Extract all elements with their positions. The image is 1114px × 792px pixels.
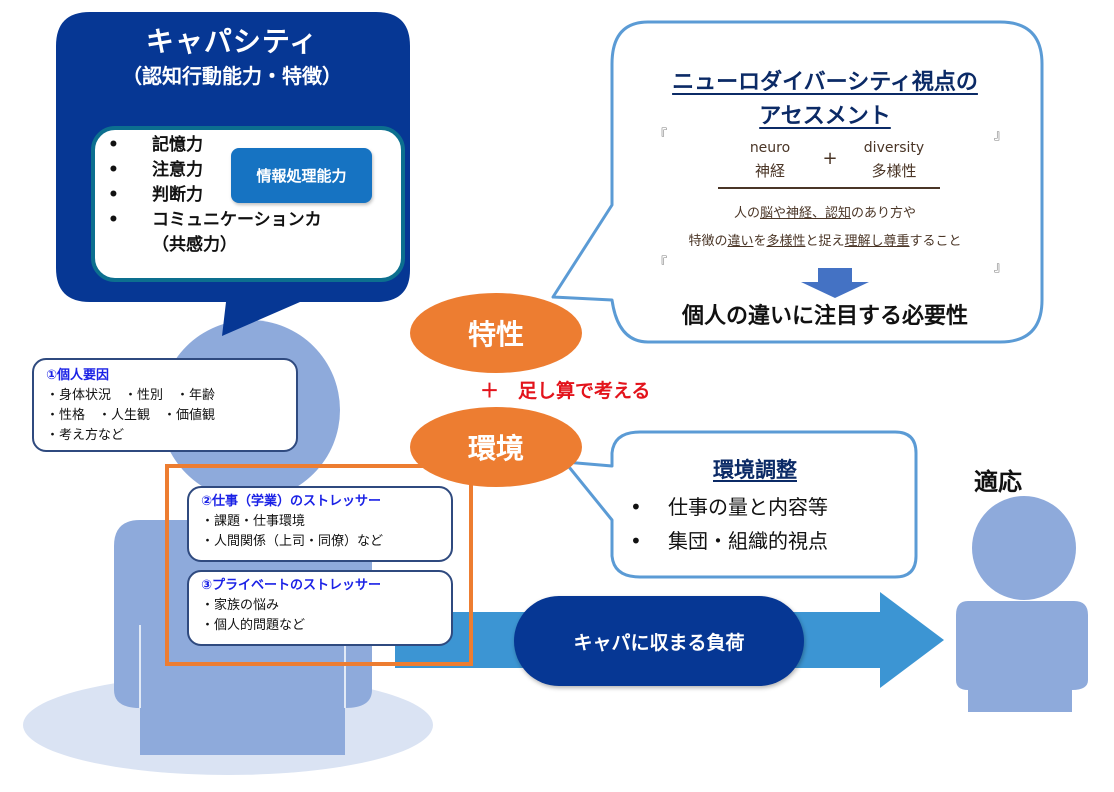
- capacity-item: •コミュニケーションカ: [108, 210, 322, 230]
- private-stressor-heading: ③プライベートのストレッサー: [201, 578, 382, 593]
- term-neuro-ja: 神経: [754, 162, 785, 180]
- personal-factors-heading: ①個人要因: [46, 368, 110, 383]
- underlined-term: 多様性: [766, 234, 806, 249]
- close-bracket-top: 』: [994, 128, 1008, 143]
- factor-line: ・考え方など: [46, 428, 125, 443]
- close-bracket: 』: [994, 260, 1008, 275]
- traits-label: 特性: [467, 318, 524, 351]
- term-neuro-en: neuro: [749, 140, 791, 156]
- definition-text: 特徴の: [688, 234, 728, 249]
- term-diversity-ja: 多様性: [871, 162, 917, 180]
- work-stressor-box: ②仕事（学業）のストレッサー ・課題・仕事環境 ・人間関係（上司・同僚）など: [187, 486, 453, 562]
- addition-text: ＋ 足し算で考える: [480, 380, 651, 402]
- factor-line: ・身体状況 ・性別 ・年齢: [46, 388, 216, 403]
- work-stressor-heading: ②仕事（学業）のストレッサー: [201, 494, 382, 509]
- factor-line: ・人間関係（上司・同僚）など: [201, 534, 384, 549]
- factor-line: ・個人的問題など: [201, 618, 306, 633]
- capacity-subtitle: （認知行動能力・特徴）: [122, 64, 342, 88]
- open-bracket: 『: [654, 128, 668, 143]
- neurodiversity-bubble: [551, 20, 1044, 344]
- underlined-term: 理解し尊重: [844, 234, 910, 249]
- definition-text: のあり方や: [851, 206, 917, 221]
- definition-text: 人の: [733, 206, 760, 221]
- adapted-person-head: [972, 496, 1076, 600]
- environment-label: 環境: [467, 432, 524, 465]
- down-arrow-icon: [801, 268, 869, 298]
- underlined-term: 脳や神経、認知: [759, 206, 851, 221]
- private-stressor-box: ③プライベートのストレッサー ・家族の悩み ・個人的問題など: [187, 570, 453, 646]
- plus-sign: +: [822, 148, 838, 169]
- definition-line-2: 特徴の違いを多様性と捉え理解し尊重すること: [630, 230, 1020, 249]
- definition-text: と捉え: [805, 234, 845, 249]
- capacity-list: •記憶力 •注意力 •判断力 •コミュニケーションカ （共感力）: [108, 133, 322, 258]
- environment-adjustment-bubble: [563, 430, 918, 579]
- capacity-item: •記憶力: [108, 135, 203, 155]
- capacity-item: •注意力: [108, 160, 203, 180]
- traits-oval: [410, 293, 582, 373]
- definition-line-1: 人の脳や神経、認知のあり方や: [630, 202, 1020, 221]
- personal-factors-box: ①個人要因 ・身体状況 ・性別 ・年齢 ・性格 ・人生観 ・価値観 ・考え方など: [32, 358, 298, 452]
- capacity-title: キャパシティ: [145, 25, 319, 58]
- neurodiversity-title: ニューロダイバーシティ視点のアセスメント: [672, 70, 978, 129]
- env-item: •仕事の量と内容等: [630, 495, 828, 519]
- env-item: •集団・組織的視点: [630, 529, 828, 553]
- capacity-item: •判断力: [108, 185, 203, 205]
- adapted-person-body: [956, 601, 1088, 712]
- information-processing-badge: 情報処理能力: [231, 148, 372, 203]
- environment-adjustment-list: •仕事の量と内容等 •集団・組織的視点: [630, 490, 828, 558]
- capacity-item-note: （共感力）: [152, 235, 237, 255]
- adaptation-label: 適応: [974, 468, 1022, 496]
- term-diversity-en: diversity: [863, 140, 925, 156]
- definition-text: を: [753, 234, 767, 249]
- factor-line: ・課題・仕事環境: [201, 514, 306, 529]
- conclusion-text: 個人の違いに注目する必要性: [681, 304, 968, 329]
- stressor-frame: [165, 464, 473, 666]
- factor-line: ・性格 ・人生観 ・価値観: [46, 408, 216, 423]
- environment-adjustment-title: 環境調整: [713, 458, 797, 482]
- underlined-term: 違い: [727, 234, 754, 249]
- definition-text: すること: [909, 234, 962, 249]
- factor-line: ・家族の悩み: [201, 598, 280, 613]
- load-within-capacity-label: キャパに収まる負荷: [514, 596, 804, 686]
- open-bracket-bottom: 『: [654, 256, 668, 271]
